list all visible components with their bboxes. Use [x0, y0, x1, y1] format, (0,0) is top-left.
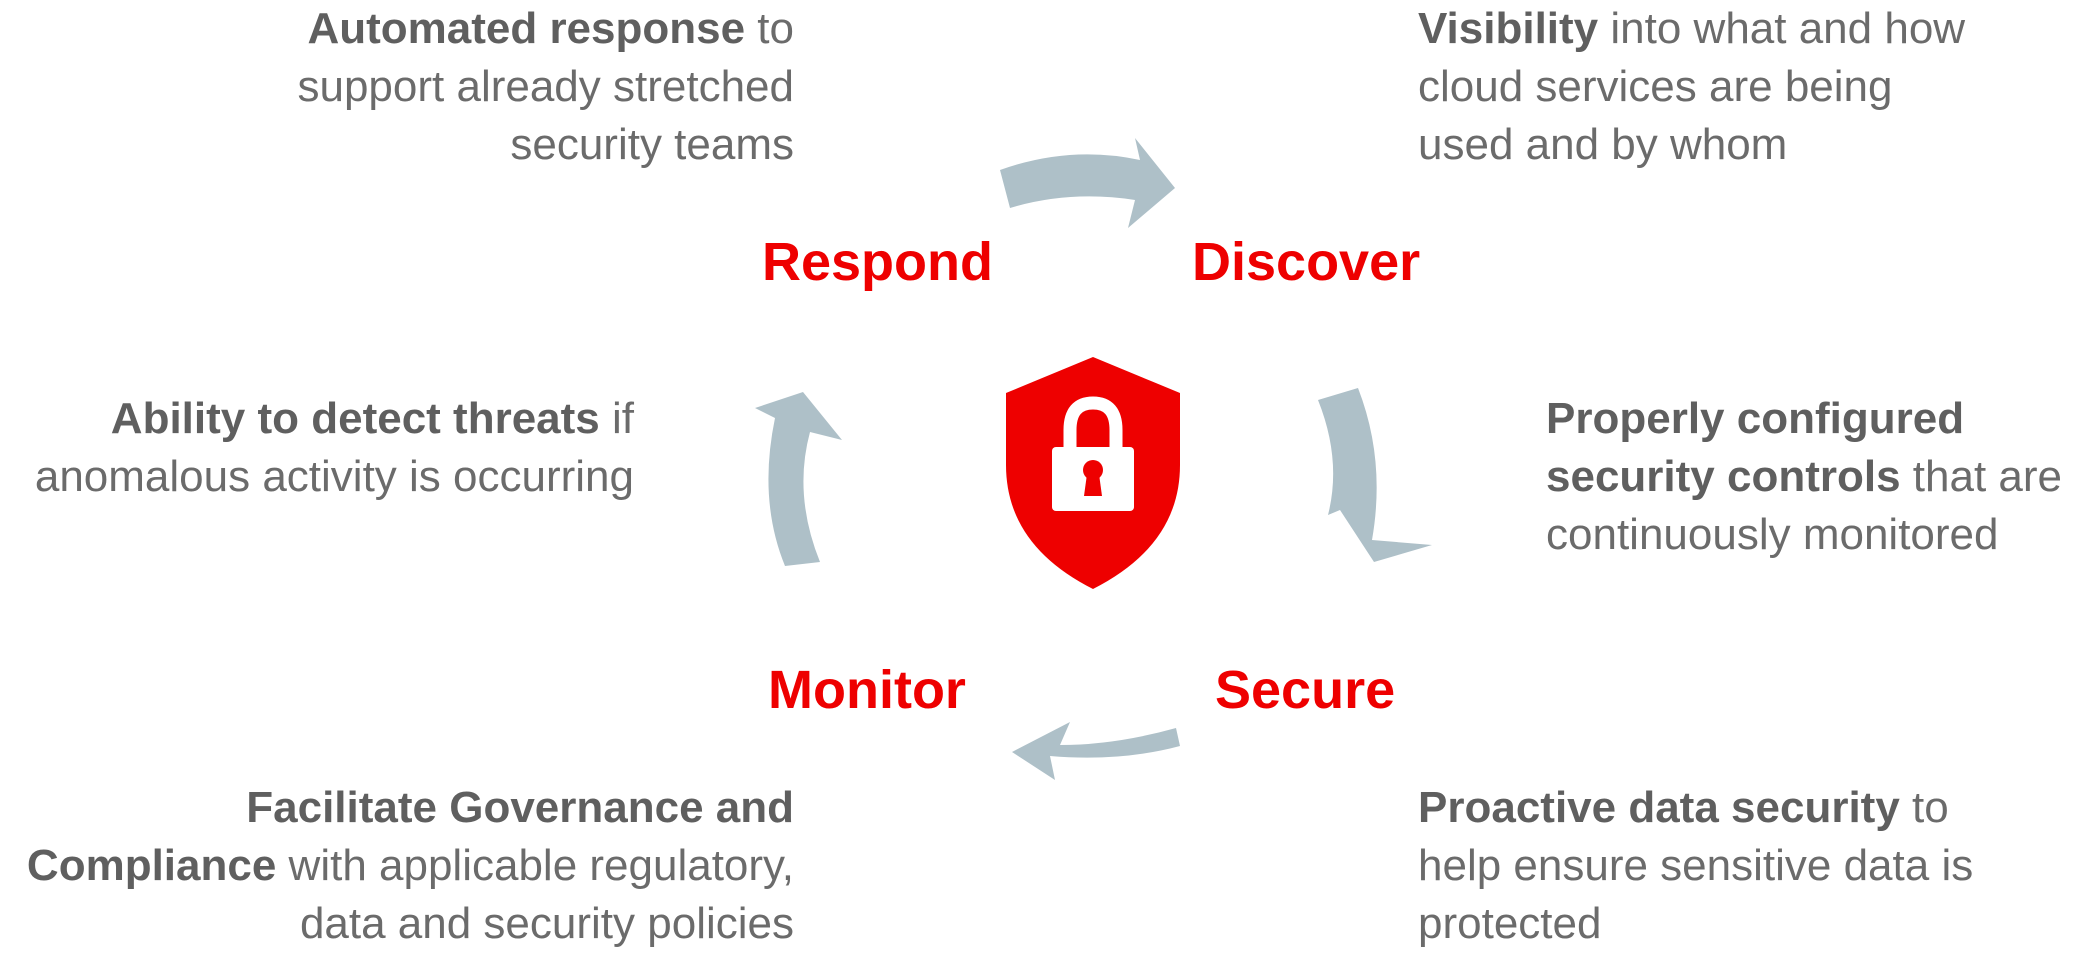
monitor-description-bold: Ability to detect threats [110, 394, 600, 443]
respond-description-text: to support already stretched security te… [297, 4, 794, 169]
arrow-respond-to-discover [1000, 138, 1175, 228]
secure-description: Properly configured security controls th… [1546, 390, 2095, 564]
secure-description-text: that are continuously monitored [1546, 452, 2062, 559]
respond-description-bold: Automated response [307, 4, 746, 53]
stage-secure: Secure [1215, 660, 1396, 720]
discover-description: Visibility into what and how cloud servi… [1418, 0, 1978, 174]
protect-description: Proactive data security to help ensure s… [1418, 779, 2008, 953]
stage-monitor: Monitor [768, 660, 966, 720]
discover-description-text: into what and how cloud services are bei… [1418, 4, 1966, 169]
monitor-description: Ability to detect threats if anomalous a… [20, 390, 634, 506]
secure-description-bold: Properly configured security controls [1546, 394, 1965, 501]
arrow-monitor-to-respond [755, 392, 842, 566]
governance-description-text: with applicable regulatory, data and sec… [276, 841, 794, 948]
monitor-description-text: if anomalous activity is occurring [34, 394, 634, 501]
arrow-discover-to-secure [1318, 388, 1432, 562]
respond-description: Automated response to support already st… [160, 0, 794, 174]
protect-description-text: to help ensure sensitive data is protect… [1418, 783, 1974, 948]
arrow-secure-to-monitor [1012, 722, 1180, 780]
governance-description-bold: Facilitate Governance and Compliance [26, 783, 794, 890]
protect-description-bold: Proactive data security [1418, 783, 1900, 832]
stage-discover: Discover [1192, 232, 1421, 292]
governance-description: Facilitate Governance and Compliance wit… [0, 779, 794, 953]
stage-respond: Respond [762, 232, 994, 292]
shield-lock-icon [1006, 357, 1180, 589]
discover-description-bold: Visibility [1418, 4, 1599, 53]
